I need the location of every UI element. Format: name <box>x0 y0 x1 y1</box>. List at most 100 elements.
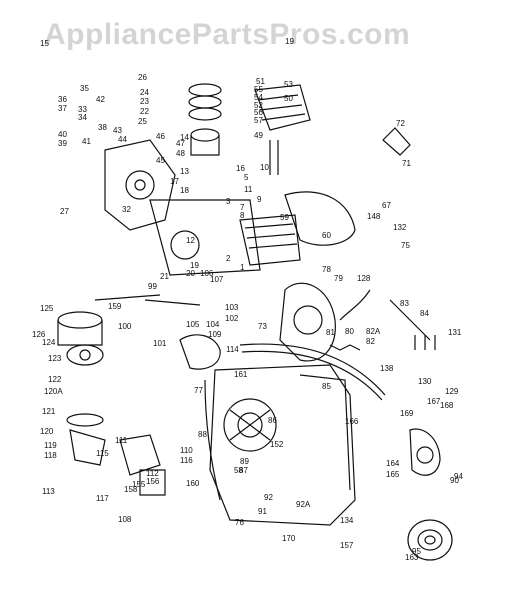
muffler <box>179 334 386 401</box>
part-label-87: 87 <box>239 466 248 475</box>
part-label-94: 94 <box>454 472 463 481</box>
part-label-164: 164 <box>386 459 400 468</box>
part-label-3: 3 <box>226 197 231 206</box>
part-label-55: 55 <box>254 85 263 94</box>
part-label-88: 88 <box>198 430 207 439</box>
part-label-33: 33 <box>78 105 87 114</box>
part-label-58: 58 <box>234 466 243 475</box>
part-label-50: 50 <box>284 94 293 103</box>
part-label-15: 15 <box>40 39 49 48</box>
rear-housing <box>279 282 336 362</box>
part-label-45: 45 <box>156 156 165 165</box>
part-label-67: 67 <box>382 201 391 210</box>
part-label-7: 7 <box>240 203 245 212</box>
part-label-119: 119 <box>44 441 57 450</box>
part-label-35: 35 <box>80 84 89 93</box>
part-label-161: 161 <box>234 370 248 379</box>
part-label-105: 105 <box>186 320 200 329</box>
part-label-125: 125 <box>40 304 54 313</box>
part-label-157: 157 <box>340 541 354 550</box>
part-label-100: 100 <box>118 322 132 331</box>
part-label-18: 18 <box>180 186 189 195</box>
part-label-60: 60 <box>322 231 331 240</box>
part-label-102: 102 <box>225 314 239 323</box>
part-label-1: 1 <box>240 263 245 272</box>
recoil-starter <box>407 428 453 561</box>
carb-body <box>66 413 166 496</box>
part-label-2: 2 <box>226 254 231 263</box>
part-label-32: 32 <box>122 205 131 214</box>
part-label-107: 107 <box>210 275 224 284</box>
bracket <box>382 127 411 156</box>
part-label-41: 41 <box>82 137 91 146</box>
part-label-152: 152 <box>270 440 284 449</box>
part-label-104: 104 <box>206 320 220 329</box>
part-label-26: 26 <box>138 73 147 82</box>
part-label-95: 95 <box>412 547 421 556</box>
part-label-9: 9 <box>257 195 262 204</box>
part-label-123: 123 <box>48 354 62 363</box>
part-label-131: 131 <box>448 328 462 337</box>
part-label-92A: 92A <box>296 500 311 509</box>
part-label-112: 112 <box>146 469 159 478</box>
part-label-114: 114 <box>226 345 239 354</box>
linkage-rods <box>94 140 436 350</box>
part-label-130: 130 <box>418 377 432 386</box>
part-label-116: 116 <box>180 456 193 465</box>
part-label-36: 36 <box>58 95 67 104</box>
part-label-80: 80 <box>345 327 354 336</box>
part-label-101: 101 <box>153 339 167 348</box>
part-label-160: 160 <box>186 479 200 488</box>
crankcase-cover <box>104 139 176 231</box>
part-label-27: 27 <box>60 207 69 216</box>
part-label-49: 49 <box>254 131 263 140</box>
part-label-73: 73 <box>258 322 267 331</box>
part-label-72: 72 <box>396 119 405 128</box>
part-label-14: 14 <box>180 133 189 142</box>
part-label-91: 91 <box>258 507 267 516</box>
part-label-47: 47 <box>176 139 185 148</box>
part-label-57: 57 <box>254 116 263 125</box>
part-label-115: 115 <box>96 449 109 458</box>
part-label-10: 10 <box>260 163 269 172</box>
watermark-text: AppliancePartsPros.com <box>44 18 411 51</box>
part-label-17: 17 <box>170 177 179 186</box>
part-label-132: 132 <box>393 223 407 232</box>
part-label-109: 109 <box>208 330 222 339</box>
part-label-56: 56 <box>254 108 263 117</box>
part-label-129: 129 <box>445 387 459 396</box>
part-label-138: 138 <box>380 364 394 373</box>
part-label-11: 11 <box>244 185 253 194</box>
part-label-168: 168 <box>440 401 454 410</box>
part-label-76: 76 <box>235 518 244 527</box>
part-label-51: 51 <box>256 77 265 86</box>
part-label-158: 158 <box>124 485 138 494</box>
part-label-59: 59 <box>280 213 289 222</box>
part-label-25: 25 <box>138 117 147 126</box>
part-label-84: 84 <box>420 309 429 318</box>
part-label-19: 19 <box>190 261 199 270</box>
part-label-16: 16 <box>236 164 245 173</box>
part-label-155: 155 <box>132 480 146 489</box>
part-label-83: 83 <box>400 299 409 308</box>
part-label-13: 13 <box>180 167 189 176</box>
part-label-53: 53 <box>284 80 293 89</box>
part-label-113: 113 <box>42 487 55 496</box>
part-label-21: 21 <box>160 272 169 281</box>
part-label-71: 71 <box>402 159 411 168</box>
part-label-159: 159 <box>108 302 122 311</box>
part-label-166: 166 <box>345 417 359 426</box>
part-label-43: 43 <box>113 126 122 135</box>
part-label-40: 40 <box>58 130 67 139</box>
part-label-118: 118 <box>44 451 57 460</box>
part-label-8: 8 <box>240 211 245 220</box>
part-label-90: 90 <box>450 476 459 485</box>
part-label-12: 12 <box>186 236 195 245</box>
cylinder-head <box>254 84 311 131</box>
part-label-108: 108 <box>118 515 132 524</box>
part-label-110: 110 <box>180 446 193 455</box>
part-label-39: 39 <box>58 139 67 148</box>
engine-block <box>149 199 301 276</box>
piston-rings <box>188 83 222 156</box>
